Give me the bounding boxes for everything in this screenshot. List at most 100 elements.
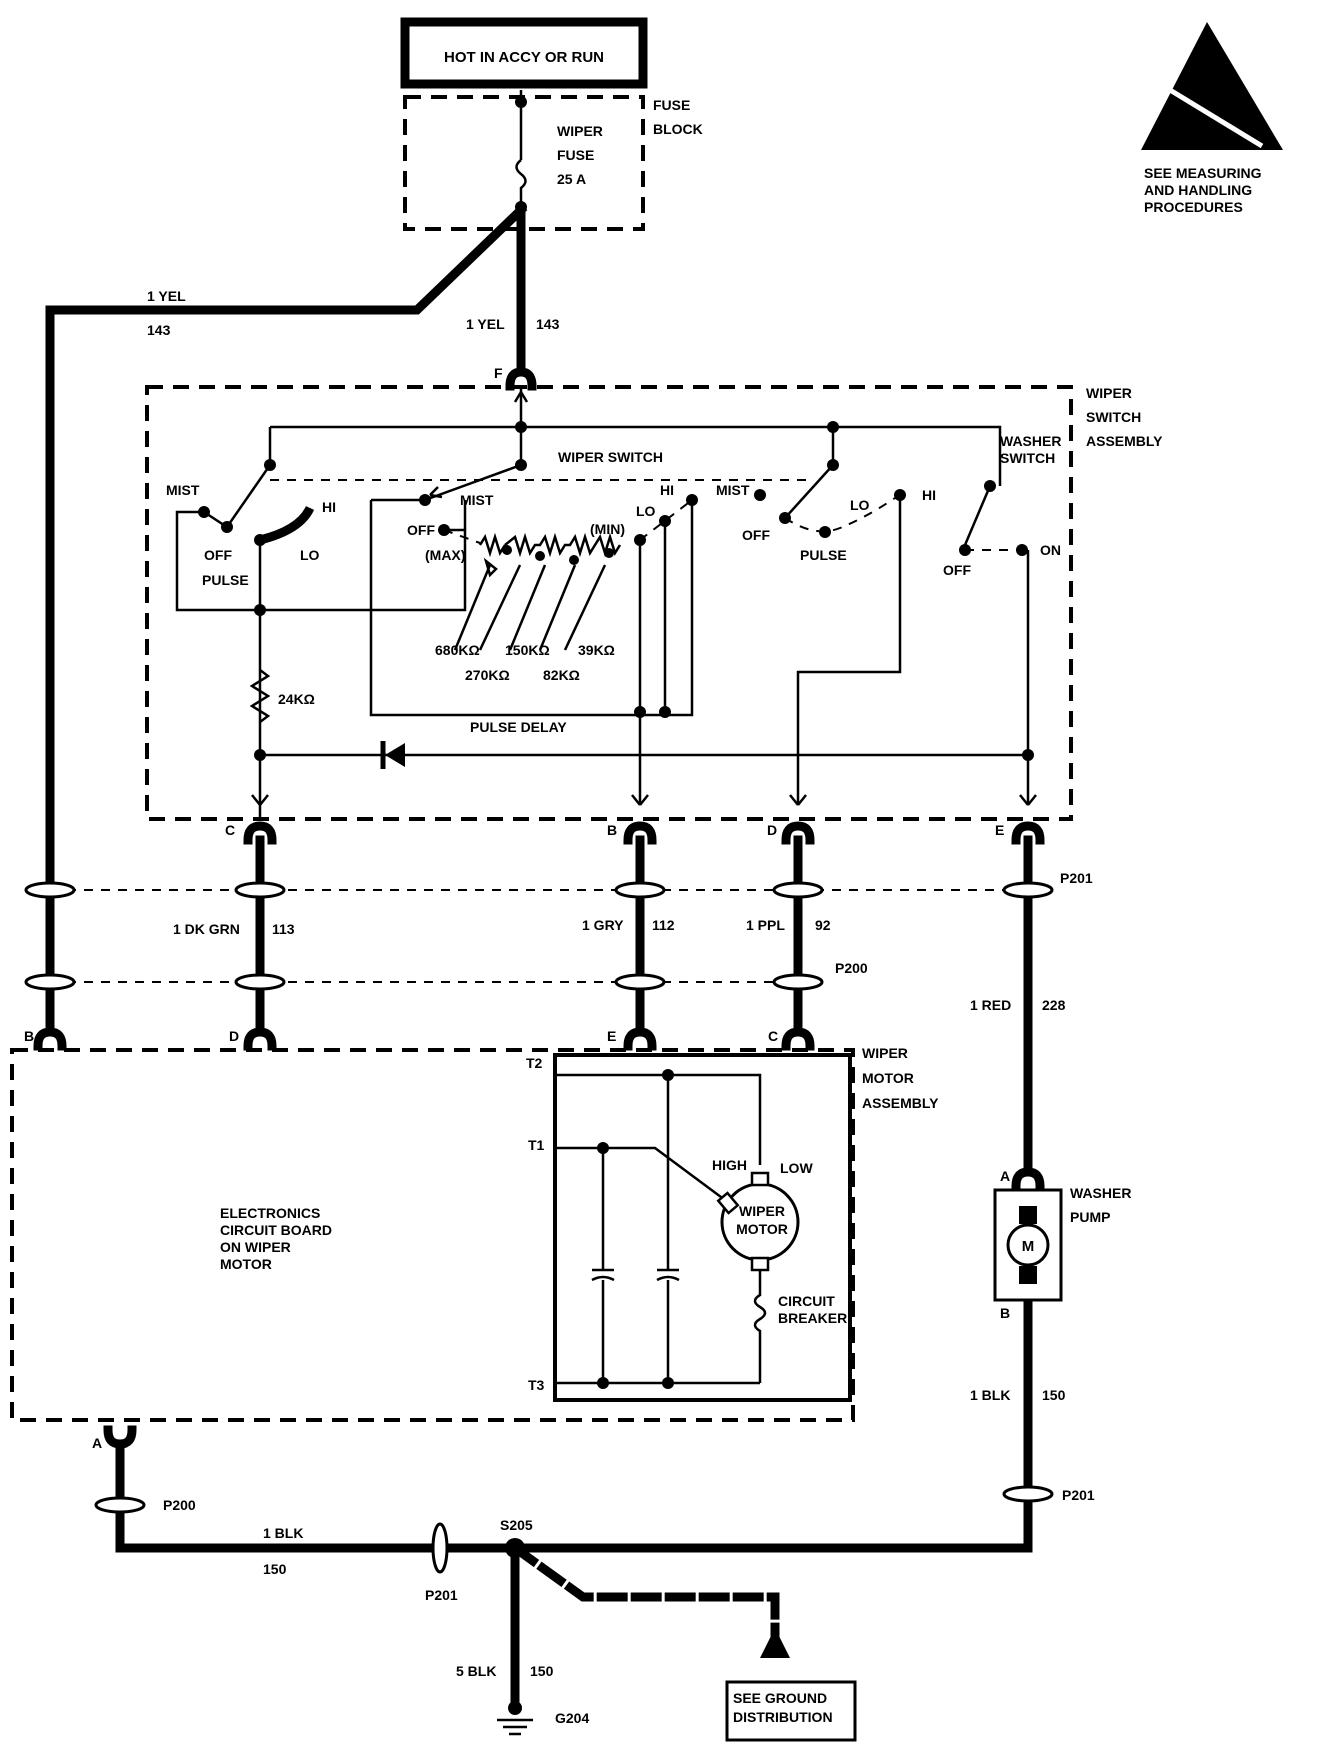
motor-connector-a: A [92, 1435, 102, 1451]
connector-p201-gnd-label: P201 [425, 1587, 458, 1603]
connector-p201-pump-label: P201 [1062, 1487, 1095, 1503]
wire-motor-gnd-circuit: 150 [263, 1561, 287, 1577]
wiper-fuse-rating: 25 A [557, 171, 586, 187]
connector-p201-row [24, 881, 1054, 899]
wiper-motor-label: MOTOR [736, 1221, 788, 1237]
wire-feed-circuit: 143 [536, 316, 560, 332]
washer-pump-label: WASHER [1070, 1185, 1131, 1201]
motor-connector-d: D [229, 1028, 239, 1044]
wire-red-color: 1 RED [970, 997, 1011, 1013]
connector-p200-row [24, 973, 824, 991]
esd-warning-text: SEE MEASURING [1144, 165, 1262, 181]
pulse-resistor-ladder [478, 532, 622, 558]
wiper-switch-assembly-label: WIPER [1086, 385, 1132, 401]
resistor-24k [249, 669, 271, 723]
hi-contact-arc [258, 505, 315, 545]
connector-p200-label: P200 [835, 960, 868, 976]
wire-motor-gnd-color: 1 BLK [263, 1525, 303, 1541]
wire-yel-143-left [45, 203, 528, 1035]
wiper-motor-assembly-label: MOTOR [862, 1070, 914, 1086]
wiper-motor-assembly-outline [10, 1048, 855, 1422]
circuit-breaker-icon [753, 1270, 767, 1383]
ground-distribution-label: DISTRIBUTION [733, 1709, 833, 1725]
connector-p201-label: P201 [1060, 870, 1093, 886]
capacitor-icon [656, 1268, 680, 1282]
wiper-switch-title: WIPER SWITCH [558, 449, 663, 465]
wire-g-circuit: 150 [530, 1663, 554, 1679]
washer-pump-label: PUMP [1070, 1209, 1110, 1225]
motor-connector-b: B [24, 1028, 34, 1044]
connector-p201-pump [1002, 1485, 1054, 1503]
connector-p200-motor-gnd [94, 1496, 146, 1514]
connector-d: D [767, 822, 777, 838]
terminal-t3: T3 [528, 1377, 545, 1393]
ground-distribution-label: SEE GROUND [733, 1690, 827, 1706]
wire-red-circuit: 228 [1042, 997, 1066, 1013]
wire-left-color: 1 YEL [147, 288, 186, 304]
high-label: HIGH [712, 1157, 747, 1173]
motor-circuit-box [553, 1053, 852, 1402]
mist-label: MIST [166, 482, 200, 498]
on-label: ON [1040, 542, 1061, 558]
wiper-motor-label: WIPER [739, 1203, 785, 1219]
ground-distribution-box [725, 1680, 857, 1742]
ground-distribution-arrow [760, 1628, 790, 1658]
wire-g-color: 5 BLK [456, 1663, 496, 1679]
mist-label: MIST [716, 482, 750, 498]
pump-connector-a: A [1000, 1168, 1010, 1184]
wire-pump-gnd-color: 1 BLK [970, 1387, 1010, 1403]
off-label: OFF [204, 547, 232, 563]
splice-s205-label: S205 [500, 1517, 533, 1533]
connector-p200-motor-gnd-label: P200 [163, 1497, 196, 1513]
resistor-39k-label: 39KΩ [578, 642, 615, 658]
pulse-label: PULSE [800, 547, 847, 563]
wiper-switch-assembly-label: ASSEMBLY [1086, 433, 1163, 449]
wire-b-color: 1 GRY [582, 917, 624, 933]
power-source-label: HOT IN ACCY OR RUN [444, 49, 604, 66]
wiper-motor-assembly-label: ASSEMBLY [862, 1095, 939, 1111]
off-label: OFF [943, 562, 971, 578]
wire-d-color: 1 PPL [746, 917, 785, 933]
pulse-label: PULSE [202, 572, 249, 588]
fuse-block-label: BLOCK [653, 121, 703, 137]
connector-c: C [225, 822, 235, 838]
connector-b: B [607, 822, 617, 838]
hi-label: HI [660, 482, 674, 498]
circuit-board-label: MOTOR [220, 1256, 272, 1272]
wire-left-circuit: 143 [147, 322, 171, 338]
wire-b-circuit: 112 [652, 917, 675, 933]
wire-d-circuit: 92 [815, 917, 831, 933]
circuit-board-label: ELECTRONICS [220, 1205, 320, 1221]
esd-warning-icon [1141, 22, 1283, 150]
resistor-680k-label: 680KΩ [435, 642, 480, 658]
min-label: (MIN) [590, 521, 625, 537]
resistor-24k-label: 24KΩ [278, 691, 315, 707]
wire-feed-color: 1 YEL [466, 316, 505, 332]
wiper-fuse-symbol [515, 159, 527, 207]
washer-switch-label: SWITCH [1000, 450, 1055, 466]
resistor-270k-label: 270KΩ [465, 667, 510, 683]
wiper-fuse-label: FUSE [557, 147, 594, 163]
wire-c-circuit: 113 [272, 921, 295, 937]
diode-icon [385, 743, 405, 767]
motor-connector-e: E [607, 1028, 616, 1044]
connector-p201-gnd [431, 1522, 449, 1574]
motor-connector-c: C [768, 1028, 778, 1044]
wiper-motor-assembly-label: WIPER [862, 1045, 908, 1061]
ground-icon [497, 1718, 533, 1736]
circuit-board-label: CIRCUIT BOARD [220, 1222, 332, 1238]
fuse-block-label: FUSE [653, 97, 690, 113]
wiper-switch-assembly-label: SWITCH [1086, 409, 1141, 425]
connector-f: F [494, 365, 503, 381]
wiper-fuse-label: WIPER [557, 123, 603, 139]
low-label: LOW [780, 1160, 813, 1176]
esd-warning-text: AND HANDLING [1144, 182, 1252, 198]
mist-label: MIST [460, 492, 494, 508]
lo-label: LO [636, 503, 656, 519]
washer-pump-motor-icon [1006, 1223, 1050, 1267]
off-label: OFF [407, 522, 435, 538]
washer-pump-symbol: M [1022, 1238, 1035, 1255]
capacitor-icon [591, 1268, 615, 1282]
wire-pump-gnd-circuit: 150 [1042, 1387, 1066, 1403]
